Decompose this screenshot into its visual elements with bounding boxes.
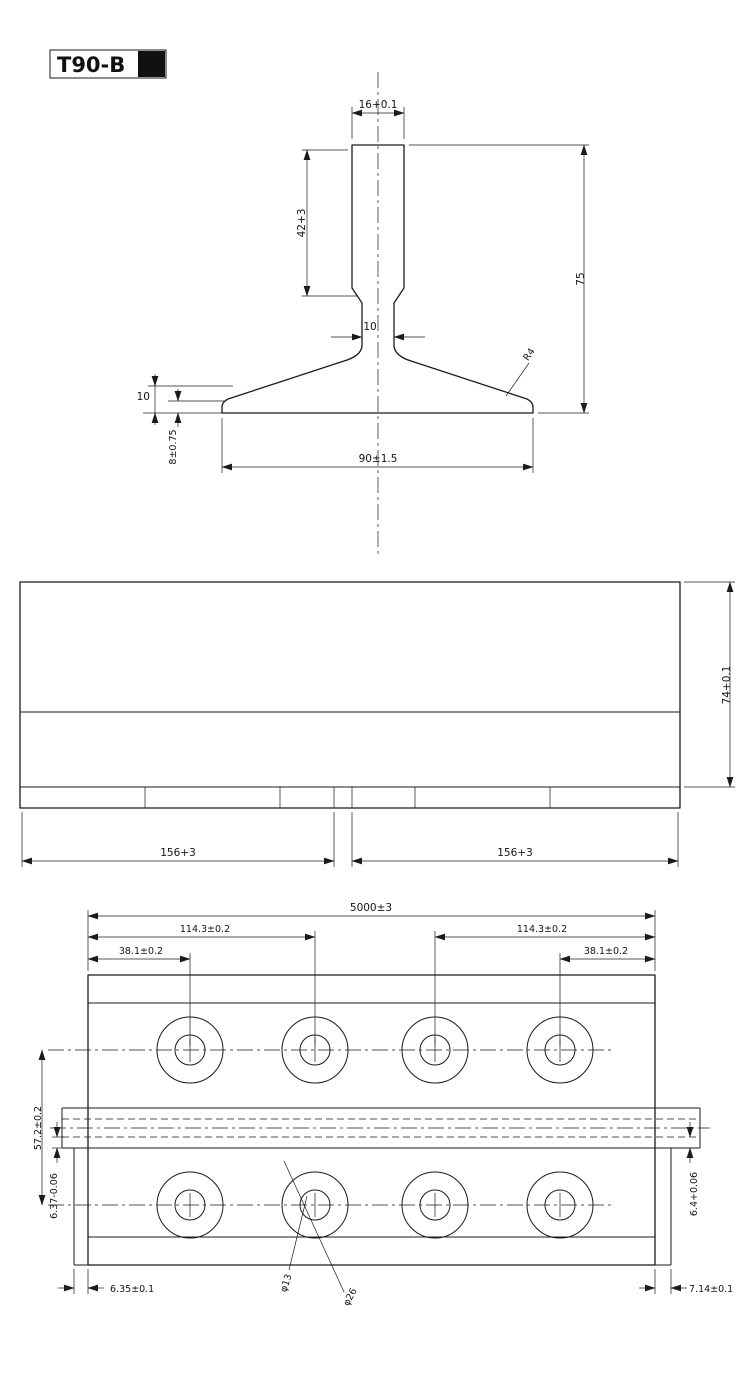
dim-counterbore-diameter: φ26 (341, 1287, 359, 1308)
dim-hole-diameter: φ13 (278, 1273, 294, 1294)
dim-segment-right: 156+3 (497, 847, 533, 859)
title-highlight (138, 51, 165, 77)
dim-total-length: 5000±3 (350, 902, 392, 914)
dim-groove-left: 6.37-0.06 (49, 1173, 60, 1219)
rail-profile-outline (221, 144, 534, 414)
dim-groove-right: 6.4+0.06 (689, 1172, 700, 1216)
dim-hole-offset-left: 114.3±0.2 (180, 924, 230, 935)
side-view-dimension-lines (21, 581, 734, 865)
dim-end-step-right: 7.14±0.1 (689, 1284, 733, 1295)
dim-base-width: 90±1.5 (359, 453, 398, 465)
cross-section-view: 16+0.1 42+3 75 10 10 8±0.75 90±1.5 R4 (137, 72, 589, 556)
side-view-feature-lines (20, 711, 680, 808)
dim-hole-offset-right: 114.3±0.2 (517, 924, 567, 935)
drawing-title: T90-B (57, 53, 125, 77)
side-view-outline (19, 581, 681, 809)
title-block: T90-B (49, 49, 167, 79)
plan-view: 5000±3 114.3±0.2 114.3±0.2 38.1±0.2 38.1… (33, 902, 733, 1308)
dim-end-step-left: 6.35±0.1 (110, 1284, 154, 1295)
cross-section-dimension-lines (151, 109, 588, 471)
plan-dimension-lines (38, 912, 694, 1293)
dim-flange-lip-height: 10 (137, 391, 150, 403)
dim-end-to-hole-right: 38.1±0.2 (584, 946, 628, 957)
dim-row-spacing: 57.2±0.2 (33, 1106, 44, 1150)
dim-total-height: 75 (575, 272, 587, 285)
cross-section-extension-lines (143, 107, 589, 473)
dim-fillet-radius: R4 (521, 346, 537, 363)
dim-web-width: 10 (363, 321, 376, 333)
plan-extension-lines (52, 910, 672, 1294)
dim-side-height: 74+0.1 (721, 666, 733, 705)
side-elevation-view: 156+3 156+3 74+0.1 (19, 581, 735, 867)
title-box (49, 49, 167, 79)
plan-feature-lines (61, 1002, 701, 1266)
plan-centerlines (48, 1049, 710, 1206)
plan-outline (87, 974, 656, 1266)
dim-head-width: 16+0.1 (359, 99, 398, 111)
side-view-extension-lines (21, 581, 735, 867)
dim-end-to-hole-left: 38.1±0.2 (119, 946, 163, 957)
dim-segment-left: 156+3 (160, 847, 196, 859)
dim-head-height: 42+3 (296, 209, 308, 238)
dim-flange-edge-thickness: 8±0.75 (168, 429, 179, 464)
